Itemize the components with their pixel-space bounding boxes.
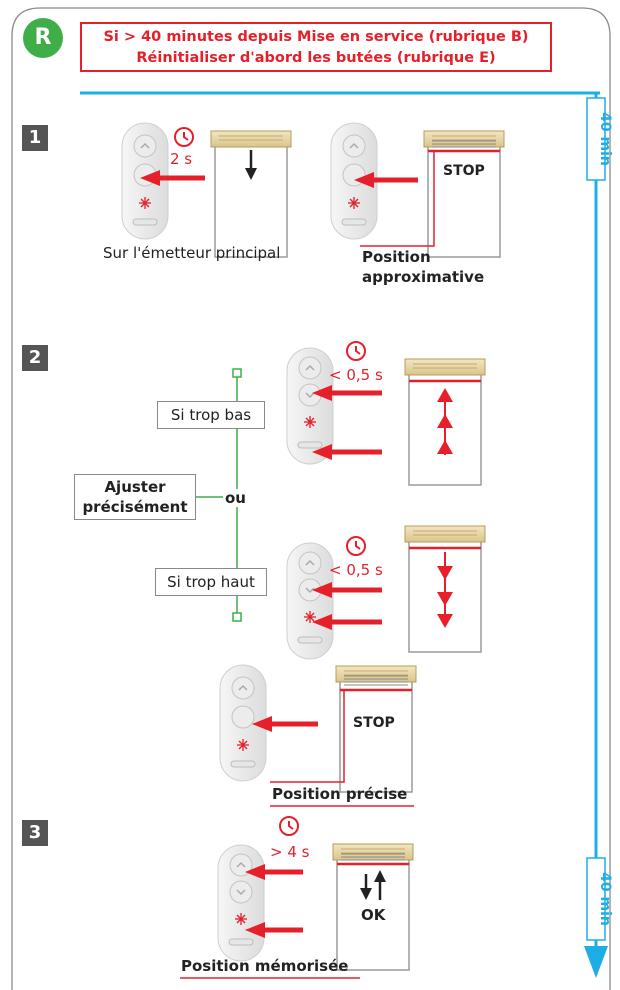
step3-ok-label: OK: [361, 906, 386, 924]
step2-remote-b: [286, 542, 334, 660]
step2-timer-b: < 0,5 s: [329, 561, 383, 579]
outer-frame: [11, 7, 611, 990]
timeline-arrow: [584, 946, 608, 978]
step1-timer: 2 s: [170, 150, 193, 168]
clock-icon: [279, 816, 299, 836]
timeline-label-top: 40 min: [597, 112, 613, 166]
step1-shutter-a: [210, 130, 292, 258]
step-2-number: 2: [28, 347, 42, 368]
step3-remote: [217, 844, 265, 962]
timeline-label-bottom: 40 min: [597, 872, 613, 926]
step1-remote-a: [121, 122, 169, 240]
step-1-number: 1: [28, 127, 42, 148]
step-2-box: [22, 345, 48, 371]
too-low-label: Si trop bas: [157, 401, 265, 429]
step2-stop-label: STOP: [353, 715, 395, 731]
step3-timer: > 4 s: [270, 843, 310, 861]
adjust-label: Ajuster précisément: [74, 474, 196, 520]
step3-position-label: Position mémorisée: [181, 957, 349, 975]
warning-line-1: Si > 40 minutes depuis Mise en service (…: [103, 29, 529, 45]
section-badge: R: [23, 18, 63, 58]
step-1-box: [22, 125, 48, 151]
warning-box: Si > 40 minutes depuis Mise en service (…: [80, 22, 552, 72]
too-high-label: Si trop haut: [155, 568, 267, 596]
timeline-label-bottom-box: [586, 857, 606, 941]
or-label: ou: [223, 489, 248, 507]
step2-timer-a: < 0,5 s: [329, 366, 383, 384]
clock-icon: [174, 127, 194, 147]
timeline-label-top-box: [586, 97, 606, 181]
clock-icon: [346, 341, 366, 361]
clock-icon: [346, 536, 366, 556]
warning-line-2: Réinitialiser d'abord les butées (rubriq…: [136, 50, 496, 66]
step-3-box: [22, 820, 48, 846]
step-3-number: 3: [28, 822, 42, 843]
step1-position-label-1: Position: [362, 248, 431, 266]
step1-stop-label: STOP: [443, 163, 485, 179]
step2-position-label: Position précise: [272, 785, 408, 803]
step1-caption: Sur l'émetteur principal: [103, 244, 281, 262]
step1-position-label-2: approximative: [362, 268, 485, 286]
adjust-line-2: précisément: [82, 498, 188, 516]
adjust-line-1: Ajuster: [104, 478, 166, 496]
